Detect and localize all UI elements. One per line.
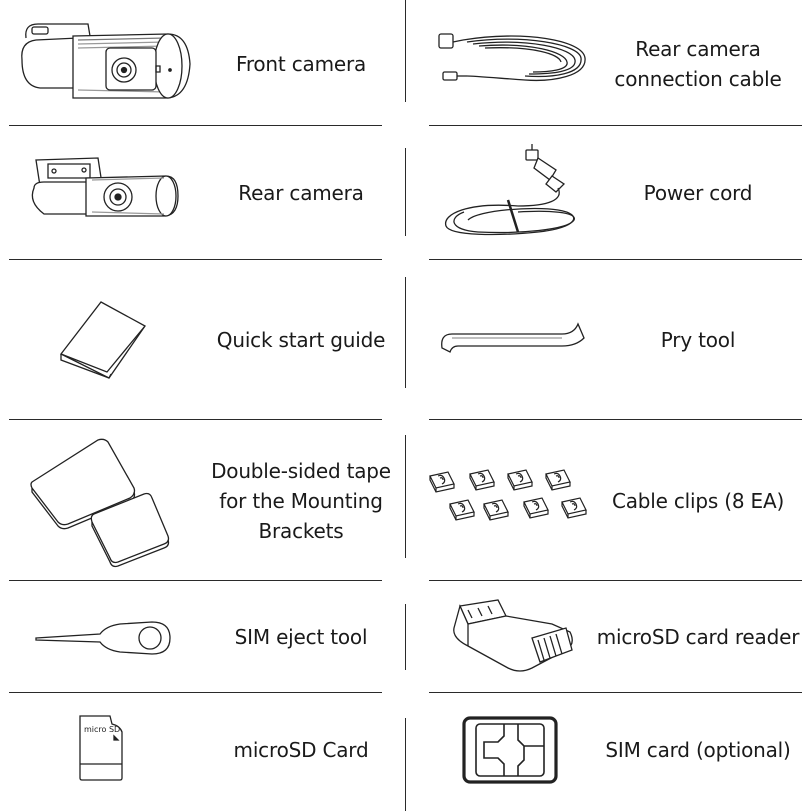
- item-label-quick-start-guide: Quick start guide: [216, 328, 386, 352]
- item-label-microsd-card-reader: microSD card reader: [596, 625, 800, 649]
- row-divider: [9, 125, 382, 126]
- row-divider: [9, 419, 382, 420]
- pry-tool-icon: [438, 322, 586, 358]
- item-label-sim-card: SIM card (optional): [605, 738, 791, 762]
- row-divider: [429, 580, 802, 581]
- column-divider: [405, 148, 406, 236]
- item-label-pry-tool: Pry tool: [660, 328, 736, 352]
- item-label-microsd-card: microSD Card: [233, 738, 369, 762]
- row-divider: [9, 580, 382, 581]
- double-sided-tape-icon: [28, 436, 178, 568]
- row-divider: [429, 692, 802, 693]
- cable-clips-icon: [429, 469, 587, 521]
- front-camera-icon: [18, 18, 193, 108]
- sim-eject-tool-icon: [34, 618, 174, 658]
- rear-camera-icon: [26, 152, 181, 222]
- column-divider: [405, 604, 406, 670]
- power-cord-icon: [438, 140, 588, 240]
- item-label-cable-clips: Cable clips (8 EA): [611, 489, 785, 513]
- rear-camera-cable-icon: [433, 20, 591, 100]
- sim-card-icon: [462, 716, 558, 784]
- item-label-sim-eject-tool: SIM eject tool: [234, 625, 368, 649]
- item-label-double-sided-tape: Double-sided tape for the Mounting Brack…: [211, 459, 391, 543]
- item-label-rear-camera: Rear camera: [238, 181, 364, 205]
- item-label-rear-camera-connection-cable: Rear camera connection cable: [614, 37, 782, 91]
- column-divider: [405, 0, 406, 102]
- item-label-front-camera: Front camera: [235, 52, 367, 76]
- microsd-card-reader-icon: [448, 598, 580, 678]
- row-divider: [429, 125, 802, 126]
- row-divider: [9, 259, 382, 260]
- column-divider: [405, 277, 406, 388]
- item-label-power-cord: Power cord: [643, 181, 753, 205]
- row-divider: [429, 259, 802, 260]
- row-divider: [429, 419, 802, 420]
- microsd-logo-text: micro SD: [84, 725, 120, 734]
- row-divider: [9, 692, 382, 693]
- microsd-card-icon: micro SD: [76, 714, 128, 782]
- column-divider: [405, 718, 406, 811]
- column-divider: [405, 435, 406, 558]
- quick-start-guide-icon: [55, 298, 150, 380]
